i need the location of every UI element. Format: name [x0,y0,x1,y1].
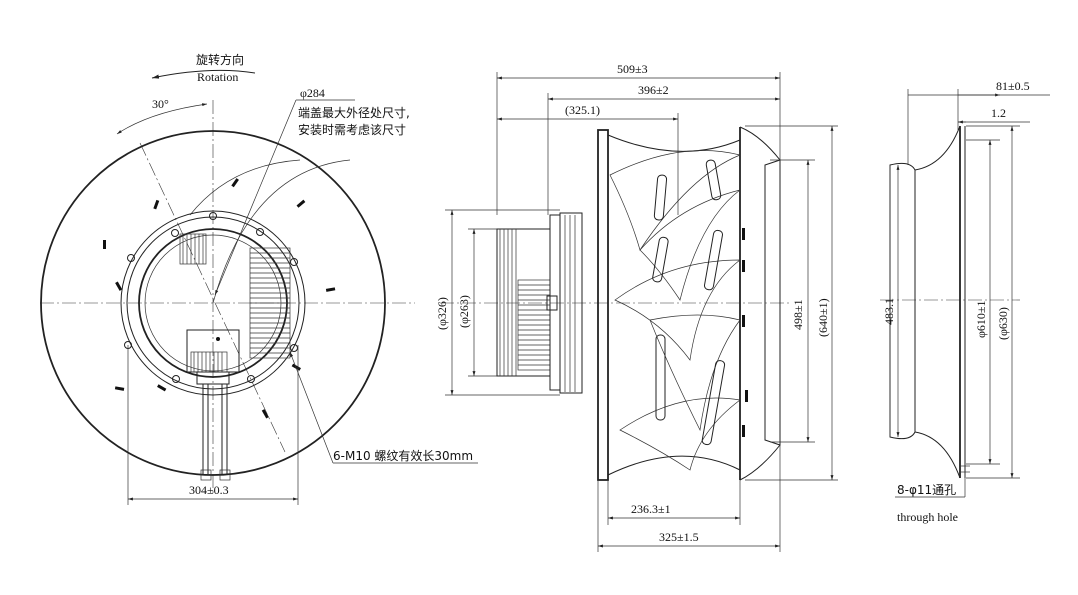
dim-304-label: 304±0.3 [189,483,229,497]
angle-label: 30° [152,97,169,111]
hub-outer-ring [120,210,306,396]
inlet-ring-profile [889,125,966,479]
ring-view: 81±0.5 1.2 483.1 φ610±1 (φ630) 8-φ11通孔 [880,79,1050,524]
dim-509-label: 509±3 [617,62,648,76]
angle-arc [116,103,208,135]
dim-396-label: 396±2 [638,83,669,97]
motor-body [496,212,583,394]
blade-curve [189,159,301,216]
hole-note: 8-φ11通孔 [897,483,956,497]
dim-236-label: 236.3±1 [631,502,671,516]
dim-325-1-label: (325.1) [565,103,600,117]
housing-note-line-1: 端盖最大外径处尺寸, [298,106,410,120]
hole-note-en: through hole [897,510,958,524]
dim-498-label: 498±1 [791,299,805,330]
dim-81-label: 81±0.5 [996,79,1030,93]
dim-483-label: 483.1 [882,298,896,325]
front-view: 旋转方向 Rotation 30° [40,52,478,505]
front-heatsink [179,233,291,359]
blade-tip-marks [103,178,336,419]
dia-284-label: φ284 [300,86,325,100]
impeller-backplate [597,129,609,481]
housing-note-line-2: 安装时需考虑该尺寸 [298,122,406,137]
blade-curve [212,159,351,304]
dim-1-2-label: 1.2 [991,106,1006,120]
outer-disc [40,130,386,476]
mounting-holes [124,212,298,383]
side-view: 509±3 396±2 (325.1) (φ326) (φ263) [435,62,838,552]
thread-note: 6-M10 螺纹有效长30mm [333,448,473,463]
dim-630-label: (φ630) [996,307,1010,340]
dim-325-label: 325±1.5 [659,530,699,544]
rotation-label-en: Rotation [197,70,238,84]
dim-326-label: (φ326) [435,297,449,330]
terminal-box [186,329,240,385]
thread-leader [289,351,334,464]
impeller-blades [607,126,781,481]
front-angle-centerline [139,142,286,453]
dim-640-label: (640±1) [816,298,830,337]
hub-mid-ring [126,216,300,390]
dim-263-label: (φ263) [457,295,471,328]
cables [200,384,231,481]
dim-610-label: φ610±1 [974,300,988,338]
dia-284-leader [214,99,297,296]
rotation-label-cn: 旋转方向 [196,52,244,67]
rotation-arrow-icon [151,69,256,79]
